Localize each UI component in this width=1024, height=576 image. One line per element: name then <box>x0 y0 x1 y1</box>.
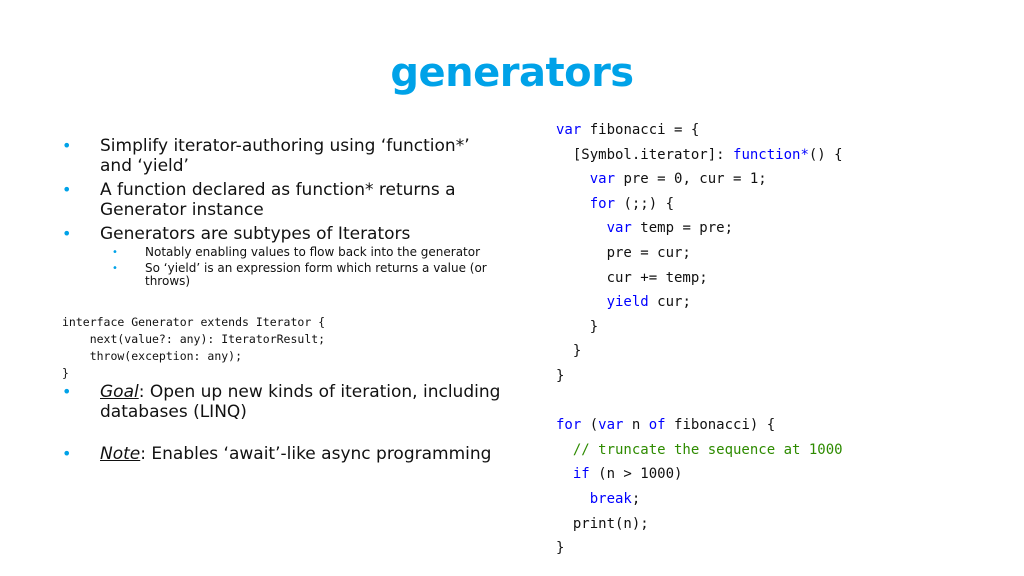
goal-bullet: Goal: Open up new kinds of iteration, in… <box>62 382 502 422</box>
fibonacci-code-block: var fibonacci = { [Symbol.iterator]: fun… <box>556 118 843 561</box>
code-keyword: yield <box>606 294 649 311</box>
bullet-item-with-subitems: Generators are subtypes of Iterators Not… <box>62 224 502 288</box>
code-line: throw(exception: any); <box>62 349 243 363</box>
code-text: fibonacci) { <box>665 417 776 434</box>
code-keyword: for <box>589 195 616 212</box>
code-text <box>556 466 573 482</box>
code-text: ( <box>581 417 599 434</box>
code-line: } <box>556 315 843 340</box>
code-text: } <box>556 540 565 557</box>
code-line: for (var n of fibonacci) { <box>556 413 843 438</box>
code-keyword: var <box>606 220 632 237</box>
bullet-item: A function declared as function* returns… <box>62 180 502 220</box>
code-line: cur += temp; <box>556 266 843 291</box>
code-text: pre = cur; <box>556 244 691 261</box>
code-text <box>556 220 607 236</box>
left-column: Simplify iterator-authoring using ‘funct… <box>62 136 502 486</box>
code-text: () { <box>808 146 843 163</box>
code-text: (;;) { <box>615 195 675 212</box>
code-comment: // truncate the sequence at 1000 <box>572 441 843 458</box>
code-text <box>556 196 590 212</box>
code-text <box>556 294 607 310</box>
code-text: } <box>556 318 599 335</box>
bullet-item-text: Generators are subtypes of Iterators <box>100 224 411 244</box>
code-line: next(value?: any): IteratorResult; <box>62 332 326 346</box>
code-text: pre = 0, cur = 1; <box>615 171 767 188</box>
code-line: } <box>556 364 843 389</box>
code-text: temp = pre; <box>631 220 734 237</box>
code-line: break; <box>556 487 843 512</box>
code-line: var pre = 0, cur = 1; <box>556 167 843 192</box>
code-text <box>556 491 590 507</box>
code-text: fibonacci = { <box>581 122 700 138</box>
code-text: cur += temp; <box>556 269 708 286</box>
code-line: if (n > 1000) <box>556 462 843 487</box>
code-text: ; <box>631 490 641 507</box>
code-line: yield cur; <box>556 290 843 315</box>
code-line: [Symbol.iterator]: function*() { <box>556 143 843 168</box>
sub-bullet-text: Notably enabling values to flow back int… <box>145 245 481 259</box>
code-line: } <box>62 366 69 380</box>
code-line <box>556 389 843 414</box>
code-line: var temp = pre; <box>556 216 843 241</box>
sub-bullet-item: Notably enabling values to flow back int… <box>62 245 502 260</box>
code-keyword: var <box>589 171 616 188</box>
code-text: n <box>623 417 649 434</box>
note-text: : Enables ‘await’-like async programming <box>140 444 492 464</box>
code-keyword: var <box>556 122 582 138</box>
note-label: Note <box>100 444 141 464</box>
sub-bullet-list: Notably enabling values to flow back int… <box>100 246 502 288</box>
goal-text: : Open up new kinds of iteration, includ… <box>100 382 501 422</box>
code-line: pre = cur; <box>556 241 843 266</box>
code-text: } <box>556 367 565 384</box>
code-keyword: for <box>556 417 582 434</box>
code-line: // truncate the sequence at 1000 <box>556 438 843 463</box>
goal-label: Goal <box>100 382 139 402</box>
code-text: print(n); <box>556 515 649 532</box>
code-keyword: if <box>572 466 590 483</box>
bullet-list: Simplify iterator-authoring using ‘funct… <box>62 136 502 288</box>
code-line: var fibonacci = { <box>556 118 843 143</box>
interface-code-block: interface Generator extends Iterator { n… <box>62 314 502 382</box>
code-text <box>556 442 573 458</box>
code-line: } <box>556 339 843 364</box>
code-line: interface Generator extends Iterator { <box>62 315 326 329</box>
code-line: for (;;) { <box>556 192 843 217</box>
note-bullet: Note: Enables ‘await’-like async program… <box>62 444 502 464</box>
code-text: (n > 1000) <box>589 466 683 483</box>
bullet-item: Simplify iterator-authoring using ‘funct… <box>62 136 502 176</box>
code-text <box>556 171 590 187</box>
sub-bullet-text: So ‘yield’ is an expression form which r… <box>145 261 487 288</box>
code-text: } <box>556 343 582 360</box>
code-keyword: of <box>648 417 666 434</box>
goal-note-list: Goal: Open up new kinds of iteration, in… <box>62 382 502 464</box>
code-keyword: var <box>598 417 624 434</box>
code-text: cur; <box>648 294 691 311</box>
code-keyword: function* <box>733 146 809 163</box>
code-line: print(n); <box>556 512 843 537</box>
code-text: [Symbol.iterator]: <box>556 146 734 163</box>
slide-title: generators <box>390 50 634 96</box>
sub-bullet-item: So ‘yield’ is an expression form which r… <box>62 262 502 288</box>
code-line: } <box>556 536 843 561</box>
code-keyword: break <box>589 490 632 507</box>
